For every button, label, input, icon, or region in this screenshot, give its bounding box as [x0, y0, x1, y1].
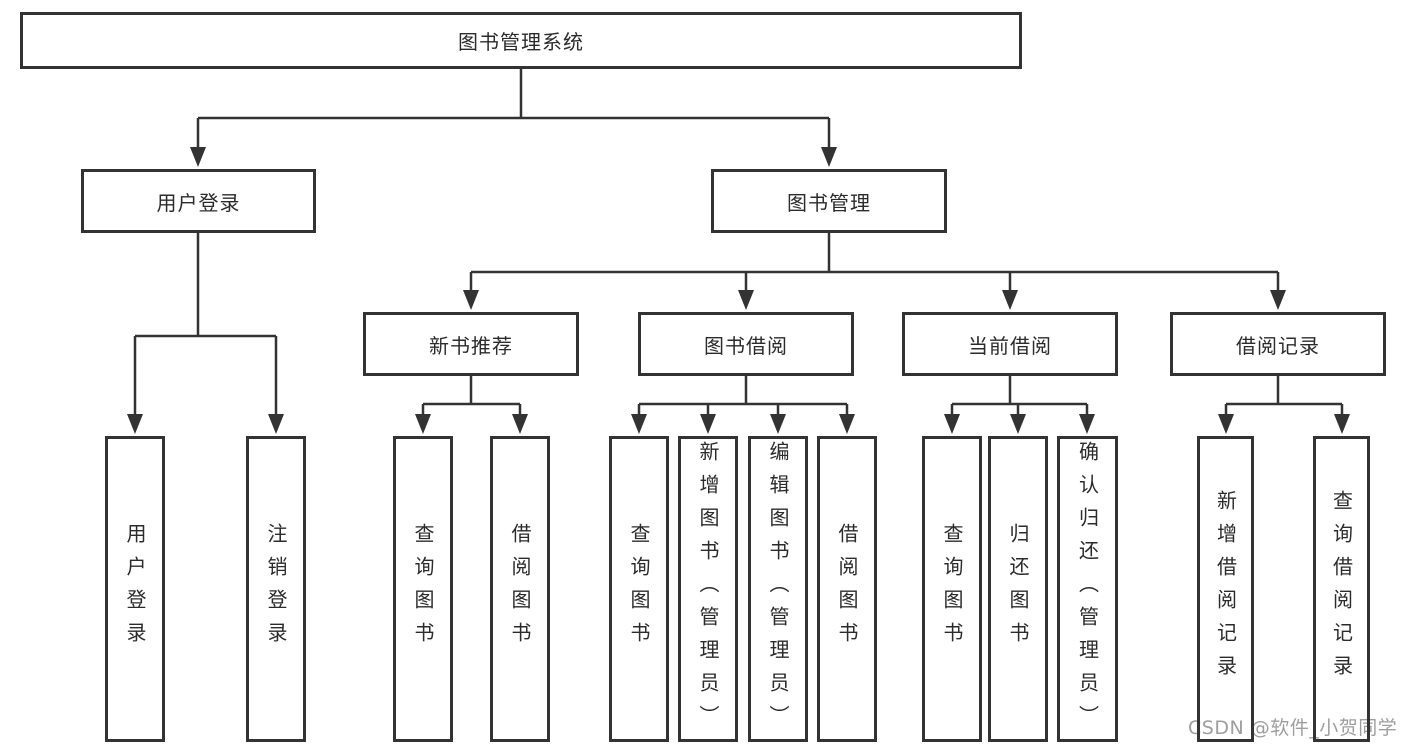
leaf-query-books-current: 查询图书 — [922, 436, 982, 742]
leaf-label: 新增图书（管理员） — [696, 440, 720, 738]
leaf-label: 借阅图书 — [835, 523, 859, 655]
leaf-label: 借阅图书 — [508, 523, 532, 655]
leaf-label: 用户登录 — [123, 523, 147, 655]
leaf-label: 查询图书 — [411, 523, 435, 655]
root-node-label: 图书管理系统 — [458, 30, 584, 54]
leaf-query-borrow-record: 查询借阅记录 — [1313, 436, 1370, 742]
node-book-management: 图书管理 — [711, 169, 947, 233]
leaf-label: 查询图书 — [627, 523, 651, 655]
leaf-user-login: 用户登录 — [105, 436, 165, 742]
node-user-login: 用户登录 — [81, 169, 316, 233]
leaf-logout: 注销登录 — [246, 436, 306, 742]
node-label: 图书借阅 — [704, 333, 788, 358]
node-borrowing-records: 借阅记录 — [1170, 312, 1386, 376]
leaf-query-books-recommend: 查询图书 — [393, 436, 453, 742]
node-new-book-recommendation: 新书推荐 — [363, 312, 579, 376]
node-label: 用户登录 — [156, 190, 241, 215]
leaf-query-books-borrow: 查询图书 — [609, 436, 669, 742]
leaf-label: 确认归还（管理员） — [1075, 440, 1100, 738]
leaf-return-book: 归还图书 — [988, 436, 1048, 742]
leaf-edit-book-admin: 编辑图书（管理员） — [748, 436, 808, 742]
leaf-label: 编辑图书（管理员） — [766, 440, 790, 738]
node-label: 图书管理 — [787, 190, 871, 215]
leaf-label: 查询借阅记录 — [1329, 490, 1354, 688]
leaf-label: 注销登录 — [264, 523, 288, 655]
node-book-borrowing: 图书借阅 — [638, 312, 854, 376]
leaf-add-borrow-record: 新增借阅记录 — [1197, 436, 1254, 742]
leaf-label: 查询图书 — [940, 523, 964, 655]
node-label: 借阅记录 — [1236, 333, 1320, 358]
node-label: 当前借阅 — [968, 333, 1052, 358]
root-node: 图书管理系统 — [20, 12, 1022, 69]
leaf-borrow-books: 借阅图书 — [817, 436, 877, 742]
leaf-add-book-admin: 新增图书（管理员） — [678, 436, 738, 742]
csdn-watermark: CSDN @软件_小贺同学 — [1188, 717, 1398, 739]
leaf-borrow-books-recommend: 借阅图书 — [490, 436, 550, 742]
node-current-borrowing: 当前借阅 — [902, 312, 1118, 376]
node-label: 新书推荐 — [429, 333, 513, 358]
leaf-label: 新增借阅记录 — [1213, 490, 1238, 688]
leaf-confirm-return-admin: 确认归还（管理员） — [1057, 436, 1118, 742]
leaf-label: 归还图书 — [1006, 523, 1030, 655]
